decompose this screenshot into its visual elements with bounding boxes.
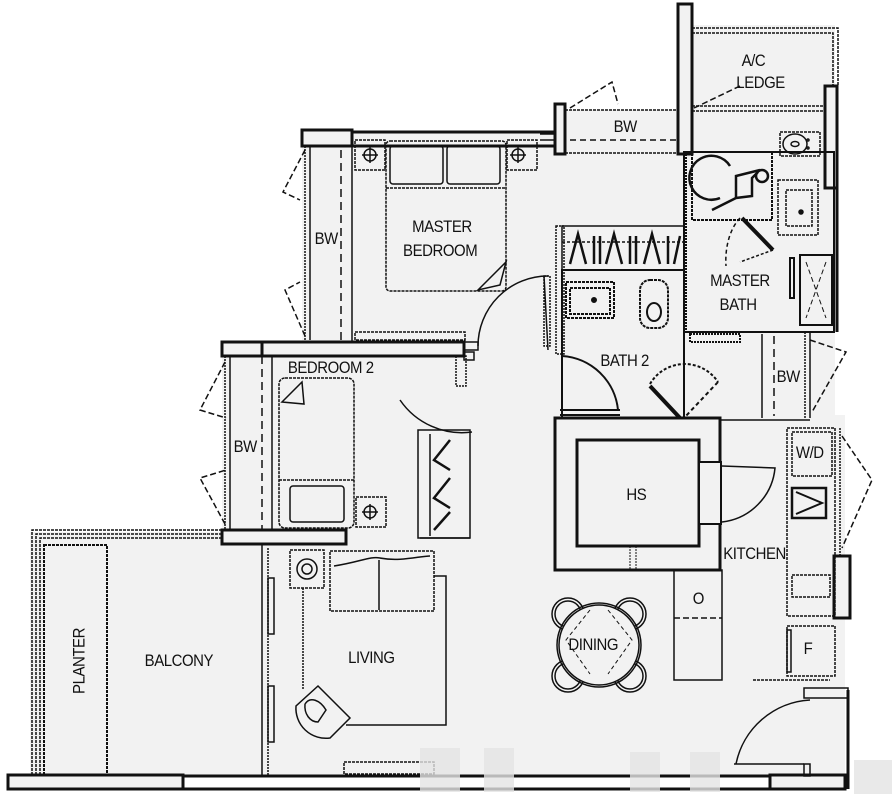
label-planter: PLANTER [69, 628, 89, 694]
label-living: LIVING [348, 648, 395, 667]
double-bed-icon [385, 140, 508, 292]
living-walls [261, 544, 325, 775]
armchair-icon [295, 684, 352, 740]
label-fridge: F [803, 639, 813, 658]
label-bath2: BATH 2 [600, 351, 649, 370]
label-ac-ledge-2: LEDGE [736, 73, 785, 92]
label-ac-ledge-1: A/C [741, 51, 766, 70]
label-wd: W/D [795, 443, 824, 462]
label-master-bath-1: MASTER [710, 271, 770, 290]
planter-box [43, 544, 108, 776]
label-bw-right: BW [776, 367, 801, 386]
label-bw-top: BW [613, 117, 638, 136]
single-bed-icon [278, 377, 387, 529]
balcony-outline [31, 529, 222, 775]
wheelchair-accessible-icon [688, 154, 770, 212]
floor-area [30, 25, 845, 775]
label-kitchen: KITCHEN [723, 544, 786, 563]
watermark [484, 748, 514, 792]
bath2-walls [560, 269, 741, 420]
label-oven: O [692, 589, 705, 608]
sink-icon [777, 179, 819, 236]
bedroom2-corridor [463, 341, 479, 361]
label-master-bath-2: BATH [719, 295, 757, 314]
watermark [420, 748, 460, 792]
label-bw-master-left: BW [314, 229, 339, 248]
label-bedroom2: BEDROOM 2 [287, 358, 374, 377]
master-bedroom-door [354, 275, 551, 351]
label-bw-bedroom2: BW [233, 437, 258, 456]
bw-top-outline [540, 80, 741, 154]
label-balcony: BALCONY [144, 651, 214, 670]
sofa-icon [329, 550, 447, 726]
ac-ledge-outline [692, 27, 839, 112]
watermark [690, 752, 720, 792]
entry-door [734, 687, 849, 777]
toilet-icon [779, 131, 821, 157]
watermark [630, 752, 660, 792]
bw-right [761, 332, 848, 418]
kitchen-walls [673, 419, 873, 681]
master-bath-door [725, 216, 775, 267]
shower-icon [789, 254, 833, 326]
label-dining: DINING [568, 635, 619, 654]
label-master-bedroom-2: BEDROOM [403, 241, 478, 260]
bw-master-left [281, 146, 353, 342]
dining-table-icon [551, 597, 647, 693]
household-shelter [553, 416, 776, 572]
watermark [854, 760, 892, 794]
lamp-icon [354, 139, 538, 171]
label-hs: HS [626, 485, 647, 504]
label-master-bedroom-1: MASTER [412, 217, 472, 236]
bw-bedroom2 [198, 356, 273, 530]
wardrobe-bedroom2 [399, 355, 473, 539]
